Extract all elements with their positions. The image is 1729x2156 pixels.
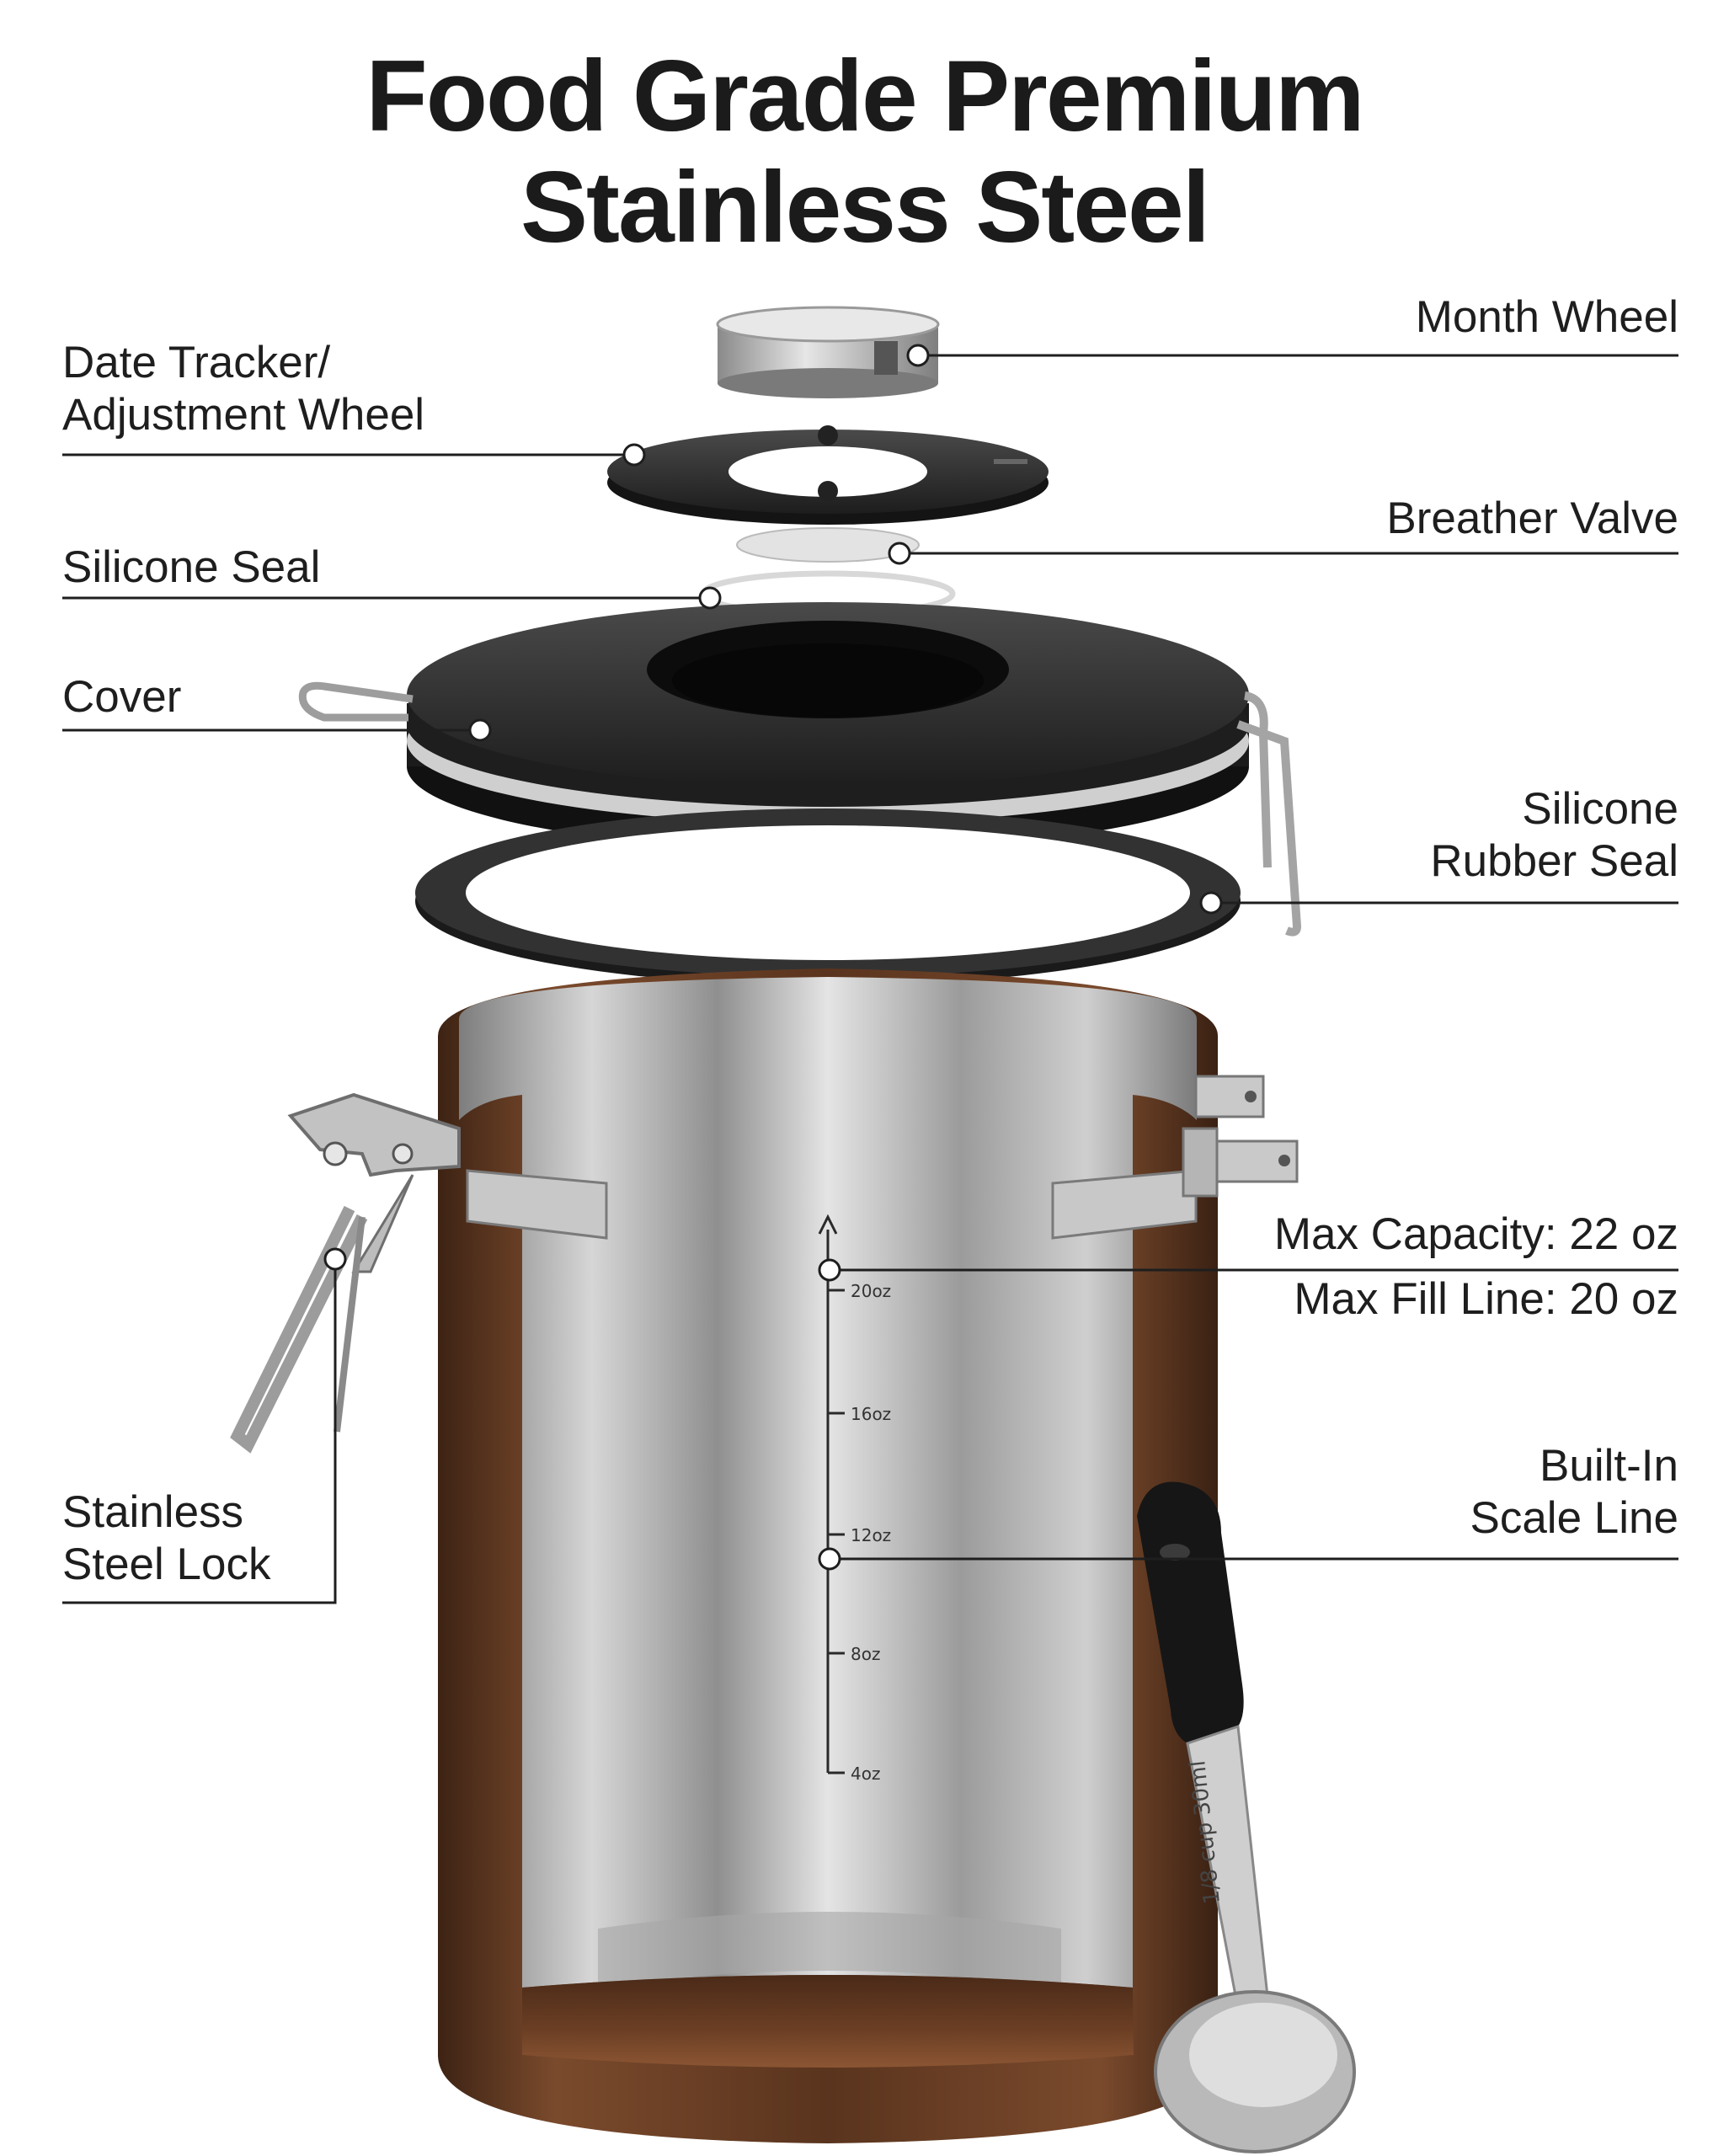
label-date-tracker: Date Tracker/ Adjustment Wheel: [62, 337, 424, 441]
page-title: Food Grade Premium Stainless Steel: [0, 40, 1729, 263]
breather-valve-part: [736, 527, 920, 563]
month-wheel-part: [716, 306, 940, 398]
label-silicone-seal: Silicone Seal: [62, 542, 321, 592]
label-rubber-seal: Silicone Rubber Seal: [1430, 783, 1678, 888]
label-rubber-seal-line-1: Silicone: [1522, 784, 1678, 834]
label-steel-lock-line-1: Stainless: [62, 1487, 244, 1537]
scale-tick-20oz: 20oz: [851, 1281, 891, 1301]
label-month-wheel: Month Wheel: [1415, 292, 1678, 342]
scale-tick-4oz: 4oz: [851, 1764, 880, 1784]
date-tracker-part: [607, 425, 1049, 525]
scale-tick-12oz: 12oz: [851, 1525, 891, 1545]
label-date-tracker-line-2: Adjustment Wheel: [62, 390, 425, 440]
title-line-1: Food Grade Premium: [366, 40, 1364, 152]
label-cover: Cover: [62, 672, 182, 722]
label-steel-lock: Stainless Steel Lock: [62, 1486, 270, 1591]
label-date-tracker-line-1: Date Tracker/: [62, 338, 331, 387]
label-max-fill: Max Fill Line: 20 oz: [1294, 1274, 1678, 1324]
rubber-seal-part: [415, 808, 1241, 985]
label-scale-line-line-2: Scale Line: [1470, 1493, 1678, 1543]
label-scale-line: Built-In Scale Line: [1470, 1440, 1678, 1545]
scale-tick-8oz: 8oz: [851, 1644, 880, 1664]
hinge-bracket: [1182, 1075, 1299, 1198]
leader-dots: [323, 344, 1223, 1571]
scale-tick-16oz: 16oz: [851, 1404, 891, 1424]
label-scale-line-line-1: Built-In: [1540, 1441, 1678, 1491]
label-breather-valve: Breather Valve: [1386, 494, 1678, 543]
steel-lock-part: [230, 1092, 461, 1454]
title-line-2: Stainless Steel: [520, 151, 1210, 264]
leader-lines: [62, 354, 1678, 1604]
label-max-capacity: Max Capacity: 22 oz: [1273, 1209, 1678, 1259]
label-steel-lock-line-2: Steel Lock: [62, 1540, 271, 1589]
cover-part: [298, 602, 1302, 937]
label-rubber-seal-line-2: Rubber Seal: [1430, 836, 1678, 886]
scale-line-graphic: 20oz 16oz 12oz 8oz 4oz: [818, 1214, 891, 1784]
